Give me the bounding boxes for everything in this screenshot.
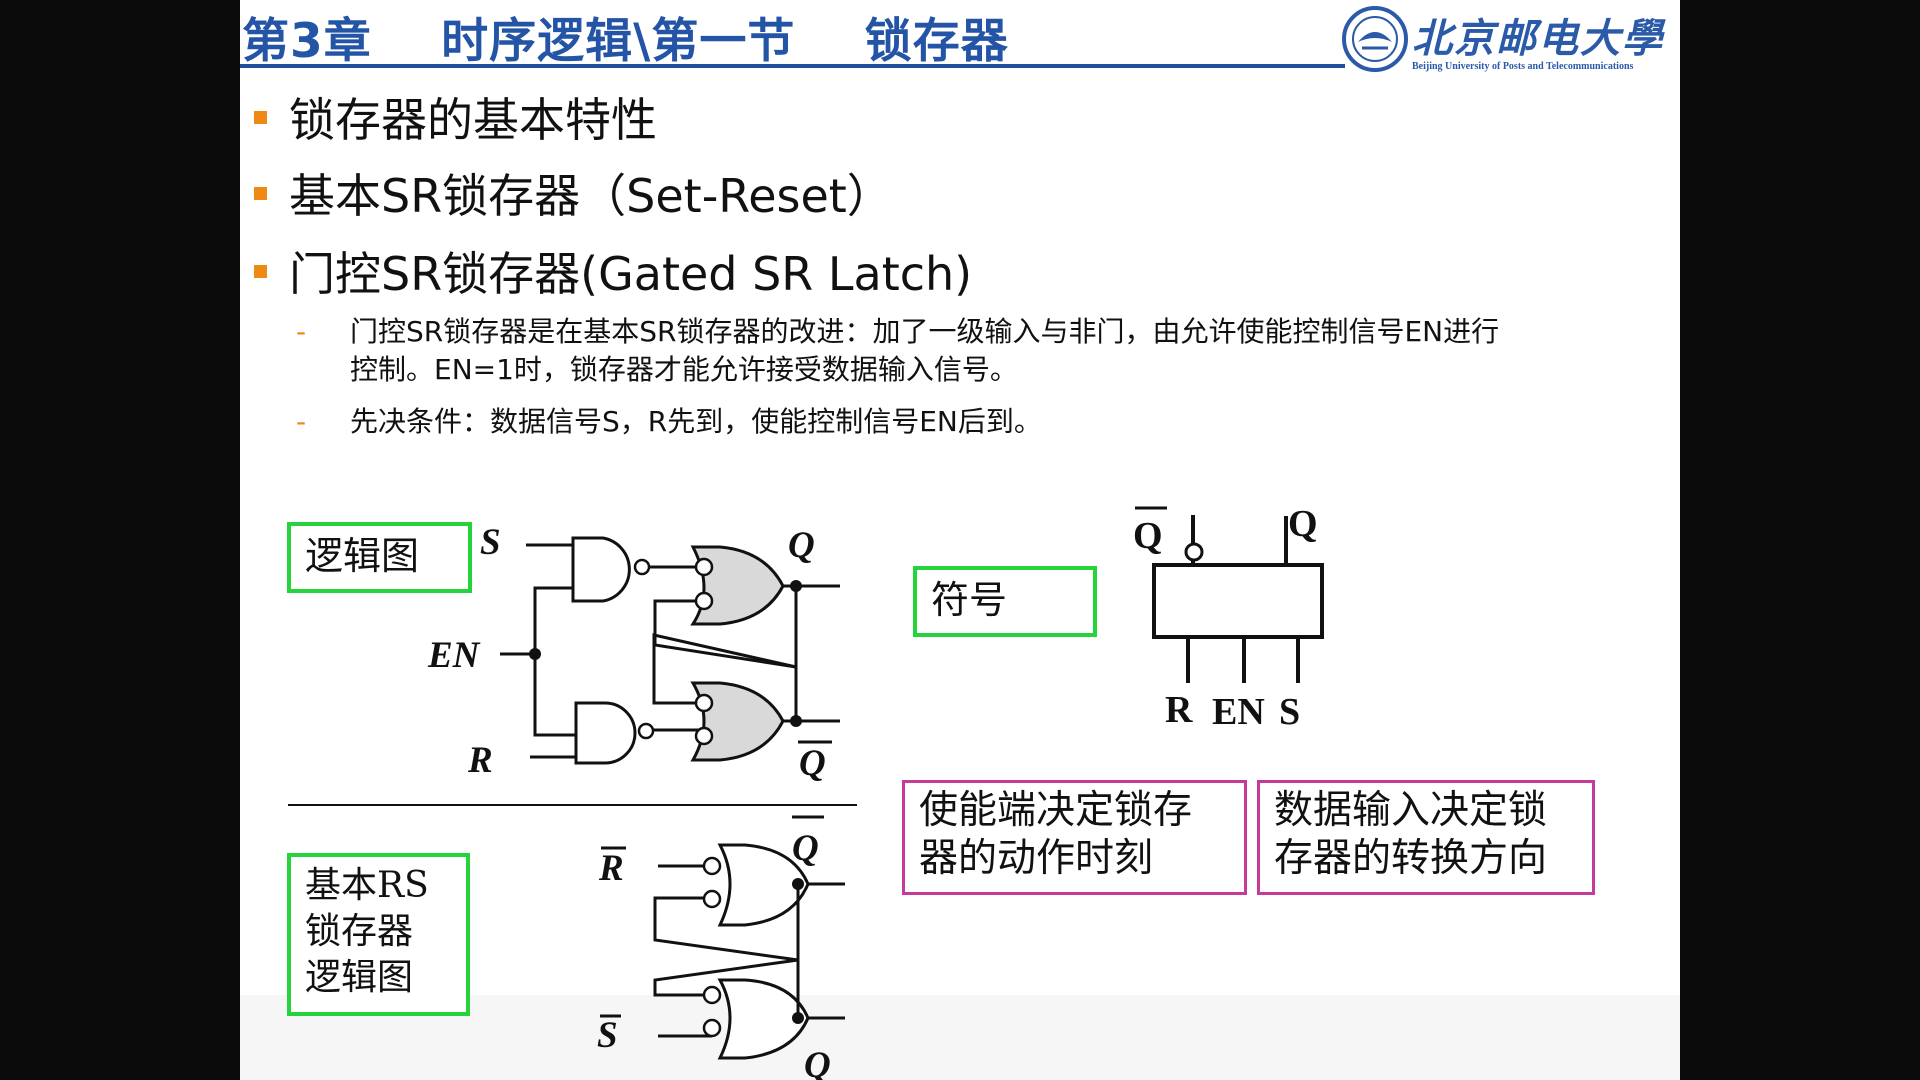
latch-symbol (1152, 515, 1324, 683)
nand-gate-q (690, 545, 785, 626)
nand-gate-qbar (690, 681, 785, 762)
inverter-bubble (694, 726, 714, 746)
nand-gate-s (571, 536, 631, 603)
inverter-bubble (637, 722, 655, 740)
inverter-bubble (694, 693, 714, 713)
bullet-square-icon (254, 265, 267, 278)
circuit-diagrams: S EN R Q Q R S Q (288, 506, 1324, 1080)
enable-note-box: 使能端决定锁存 器的动作时刻 (902, 780, 1247, 895)
junction-dot (529, 648, 541, 660)
gated-sr-latch-bubbles (633, 557, 714, 746)
label-qbar: Q (799, 743, 826, 784)
basic-rs-junctions (792, 878, 804, 1024)
gated-sr-latch-diagram (500, 536, 840, 765)
inverter-bubble (694, 557, 714, 577)
sub-bullet-text: 门控SR锁存器是在基本SR锁存器的改进：加了一级输入与非门，由允许使能控制信号E… (350, 315, 1500, 348)
nand-gate-upper (717, 843, 810, 927)
en-bus-wire (533, 586, 576, 737)
label-rbar: R (598, 848, 624, 889)
box-text: 逻辑图 (305, 957, 414, 998)
feedback-wire (652, 633, 798, 721)
label-en: EN (427, 635, 481, 676)
inverter-bubble (694, 591, 714, 611)
symbol-label-s: S (1279, 691, 1301, 733)
box-text: 器的动作时刻 (919, 836, 1154, 881)
logo-english-name: Beijing University of Posts and Telecomm… (1412, 61, 1634, 72)
junction-dot (790, 715, 802, 727)
university-seal-icon (1342, 6, 1408, 72)
label-qbar: Q (792, 828, 819, 869)
university-logo: 北京邮电大學 Beijing University of Posts and T… (1340, 4, 1680, 74)
slide-bottom-band (240, 995, 1680, 1080)
dash-marker-icon: - (296, 315, 307, 348)
bullet-text: 锁存器的基本特性 (289, 93, 657, 147)
box-text: 逻辑图 (305, 534, 420, 578)
basic-rs-latch-diagram (653, 843, 845, 1060)
inverter-bubble (702, 856, 722, 876)
label-q: Q (804, 1045, 831, 1080)
nand-gate-r (574, 701, 637, 765)
box-text: 锁存器 (305, 911, 414, 952)
nand-gate-lower (717, 978, 810, 1060)
symbol-label-en: EN (1212, 691, 1265, 733)
basic-rs-label-box: 基本RS 锁存器 逻辑图 (287, 853, 470, 1016)
label-sbar: S (597, 1015, 618, 1056)
label-s: S (480, 522, 501, 563)
logic-diagram-label-box: 逻辑图 (287, 522, 472, 593)
feedback-wire (653, 884, 800, 962)
inverter-bubble (702, 889, 722, 909)
label-q: Q (788, 525, 815, 566)
dash-marker-icon: - (296, 405, 307, 438)
bullet-text: 基本SR锁存器（Set-Reset） (289, 169, 893, 223)
junction-dot (792, 878, 804, 890)
sub-bullet-text: 控制。EN=1时，锁存器才能允许接受数据输入信号。 (350, 353, 1018, 386)
bullet-item: 基本SR锁存器（Set-Reset） (254, 160, 893, 226)
box-text: 数据输入决定锁 (1274, 788, 1548, 833)
box-text: 基本RS (305, 865, 429, 906)
page-title: 第3章 时序逻辑\第一节 锁存器 (242, 14, 1009, 69)
gated-sr-latch-junctions (529, 580, 802, 727)
inverter-bubble (702, 985, 722, 1005)
bullet-square-icon (254, 111, 267, 124)
bullet-square-icon (254, 187, 267, 200)
sub-bullet-text: 先决条件：数据信号S，R先到，使能控制信号EN后到。 (350, 405, 1042, 438)
symbol-label-box: 符号 (913, 566, 1097, 637)
slide: 第3章 时序逻辑\第一节 锁存器 北京邮电大學 Beijing Universi… (240, 0, 1680, 1080)
bullet-item: 门控SR锁存器(Gated SR Latch) (254, 238, 972, 304)
inverter-bubble (702, 1018, 722, 1038)
junction-dot (792, 1012, 804, 1024)
symbol-label-q: Q (1288, 503, 1318, 545)
symbol-label-r: R (1165, 689, 1193, 731)
feedback-wire (653, 958, 800, 1018)
symbol-body (1152, 563, 1324, 639)
symbol-label-qbar: Q (1133, 515, 1163, 557)
bullet-text: 门控SR锁存器(Gated SR Latch) (289, 247, 973, 301)
logo-chinese-name: 北京邮电大學 (1412, 15, 1664, 62)
basic-rs-bubbles (702, 856, 722, 1038)
junction-dot (790, 580, 802, 592)
bullet-item: 锁存器的基本特性 (254, 84, 657, 150)
box-text: 符号 (931, 578, 1008, 622)
box-text: 存器的转换方向 (1274, 836, 1548, 881)
box-text: 使能端决定锁存 (919, 788, 1193, 833)
label-r: R (467, 740, 493, 781)
data-note-box: 数据输入决定锁 存器的转换方向 (1257, 780, 1595, 895)
title-underline (240, 64, 1345, 68)
inverter-bubble (633, 558, 651, 576)
inverter-bubble (1184, 542, 1204, 562)
